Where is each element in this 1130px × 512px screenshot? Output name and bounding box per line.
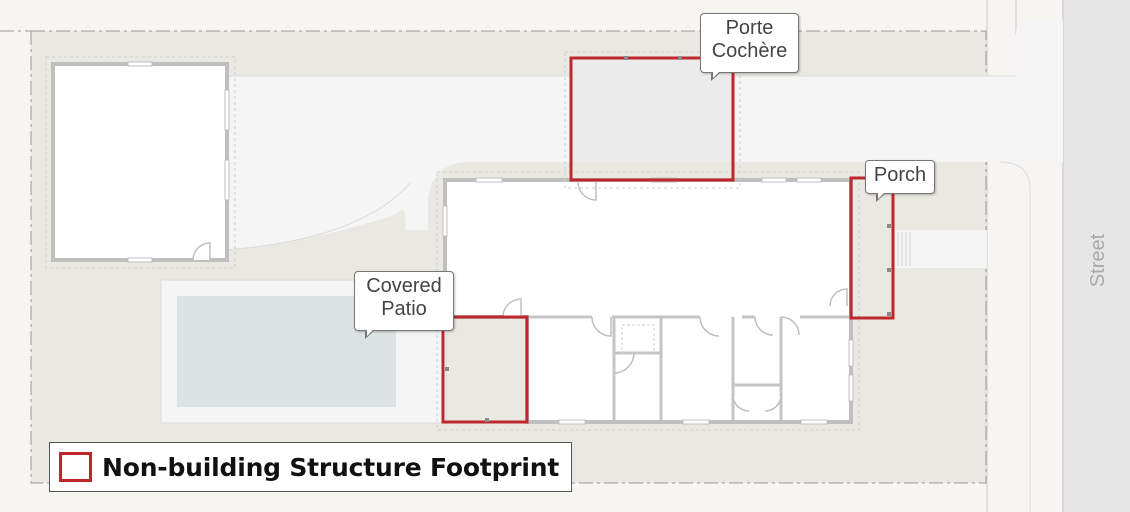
driveway-curve — [999, 161, 1031, 512]
closet — [621, 324, 655, 354]
patio-posts — [445, 367, 489, 422]
driveway-curve-2 — [223, 182, 411, 251]
porch-label: Porch — [865, 160, 935, 202]
porch-steps — [897, 232, 911, 266]
garage-door-swing — [192, 242, 211, 261]
porte-cochere-posts — [624, 56, 682, 60]
front-walk — [895, 230, 987, 268]
garage-windows — [127, 61, 230, 263]
street-label-wrap: Street — [1084, 200, 1114, 320]
interior-walls — [527, 315, 851, 422]
garage-setback — [45, 56, 236, 269]
door-swings — [502, 181, 848, 412]
legend-label: Non-building Structure Footprint — [102, 452, 560, 482]
porte-cochere-label: Porte Cochère — [700, 13, 799, 81]
porte-cochere-setback — [564, 51, 741, 189]
covered-patio-label: Covered Patio — [354, 271, 454, 339]
street-label: Street — [1087, 233, 1110, 287]
porte-cochere-footprint — [569, 56, 735, 182]
street — [1063, 0, 1130, 512]
porte-cochere-roof — [571, 58, 733, 162]
legend-swatch — [59, 452, 92, 482]
porch-posts — [887, 224, 891, 316]
legend: Non-building Structure Footprint — [49, 442, 572, 492]
garage — [51, 62, 229, 262]
